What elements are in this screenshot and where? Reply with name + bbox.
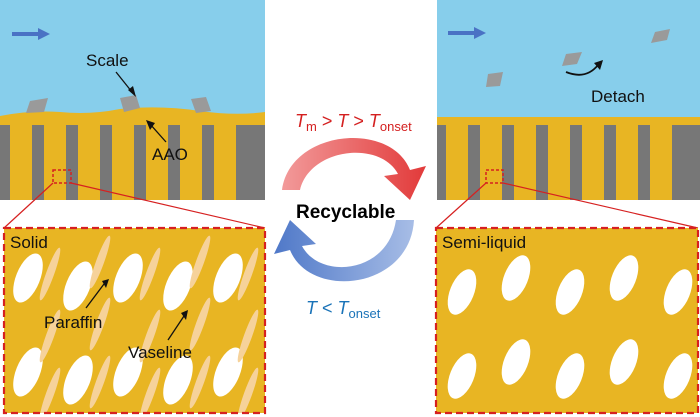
vaseline-streak [139, 309, 161, 363]
label-detach: Detach [591, 87, 645, 106]
paraffin-particle [447, 353, 477, 399]
aao-pore [78, 120, 100, 200]
scale-flake [486, 72, 503, 87]
vaseline-streak [89, 297, 111, 351]
vaseline-streak [237, 309, 259, 363]
label-recyclable: Recyclable [296, 202, 395, 223]
aao-pore [44, 120, 66, 200]
vaseline-streak [139, 247, 161, 301]
label-paraffin: Paraffin [44, 313, 102, 332]
aao-pore [112, 120, 134, 200]
cooling-condition: T < Tonset [306, 298, 381, 321]
aao-pore [214, 120, 236, 200]
heating-condition: Tm > T > Tonset [295, 111, 412, 134]
left-aao-pores [10, 120, 236, 200]
label-scale: Scale [86, 51, 129, 70]
aao-pore [548, 120, 570, 200]
label-solid: Solid [10, 233, 48, 252]
aao-pore [514, 120, 536, 200]
left-zoom-panel: Solid Paraffin Vaseline [2, 226, 267, 415]
paraffin-particle [113, 347, 143, 397]
cooling-arrow-icon [274, 220, 414, 282]
paraffin-particle [501, 255, 531, 301]
label-vaseline: Vaseline [128, 343, 192, 362]
vaseline-streak [39, 309, 61, 363]
aao-pore [446, 120, 468, 200]
paraffin-particle [663, 353, 693, 399]
paraffin-particle [163, 261, 193, 311]
right-aao-pores [446, 120, 672, 200]
right-top-panel: Detach [437, 0, 700, 200]
aao-pore [650, 120, 672, 200]
vaseline-streak [237, 247, 259, 301]
scale-flake [651, 29, 670, 43]
paraffin-particle [555, 353, 585, 399]
left-zoom-marker [52, 169, 72, 184]
scale-flake [562, 52, 582, 66]
aao-pore [582, 120, 604, 200]
aao-pore [146, 120, 168, 200]
right-zoom-line [502, 182, 699, 229]
aao-pore [10, 120, 32, 200]
paraffin-particle [663, 269, 693, 315]
vaseline-pointer-arrow-icon [167, 310, 188, 341]
paraffin-particle [13, 347, 43, 397]
semi-liquid-particles [447, 255, 693, 399]
paraffin-particle [113, 253, 143, 303]
right-flow-arrow-icon [448, 27, 486, 39]
vaseline-streak [237, 367, 259, 413]
vaseline-streak [189, 235, 211, 289]
recyclable-cycle: Recyclable Tm > T > Tonset T < Tonset [274, 111, 426, 321]
left-flow-arrow-icon [12, 28, 50, 40]
paraffin-particle [501, 339, 531, 385]
paraffin-particle [63, 261, 93, 311]
paraffin-particle [447, 269, 477, 315]
aao-pore [480, 120, 502, 200]
solid-particles [13, 235, 259, 413]
label-semi-liquid: Semi-liquid [442, 233, 526, 252]
vaseline-streak [89, 355, 111, 409]
paraffin-particle [13, 253, 43, 303]
paraffin-particle [609, 255, 639, 301]
vaseline-streak [39, 367, 61, 413]
detach-arrow-icon [565, 60, 603, 76]
right-zoom-panel: Semi-liquid [434, 226, 700, 415]
vaseline-streak [189, 355, 211, 409]
aao-pore [180, 120, 202, 200]
aao-pointer-arrow-icon [146, 120, 167, 143]
aao-pore [616, 120, 638, 200]
right-zoom-line [435, 182, 487, 229]
paraffin-particle [213, 253, 243, 303]
paraffin-particle [63, 355, 93, 405]
paraffin-pointer-arrow-icon [85, 279, 109, 309]
right-zoom-border [434, 226, 700, 415]
scale-flake [26, 98, 48, 113]
paraffin-particle [555, 269, 585, 315]
heating-arrow-icon [282, 137, 426, 200]
paraffin-particle [213, 347, 243, 397]
label-aao: AAO [152, 145, 188, 164]
vaseline-streak [139, 367, 161, 413]
left-top-panel: Scale AAO [0, 0, 265, 200]
scale-flake [120, 95, 140, 112]
left-zoom-line [70, 182, 266, 229]
left-zoom-line [3, 182, 54, 229]
vaseline-streak [89, 235, 111, 289]
paraffin-particle [609, 339, 639, 385]
vaseline-streak [189, 297, 211, 351]
vaseline-streak [39, 247, 61, 301]
scale-flake [191, 97, 211, 113]
paraffin-particle [163, 355, 193, 405]
scale-pointer-arrow-icon [115, 71, 136, 97]
left-zoom-border [2, 226, 267, 415]
